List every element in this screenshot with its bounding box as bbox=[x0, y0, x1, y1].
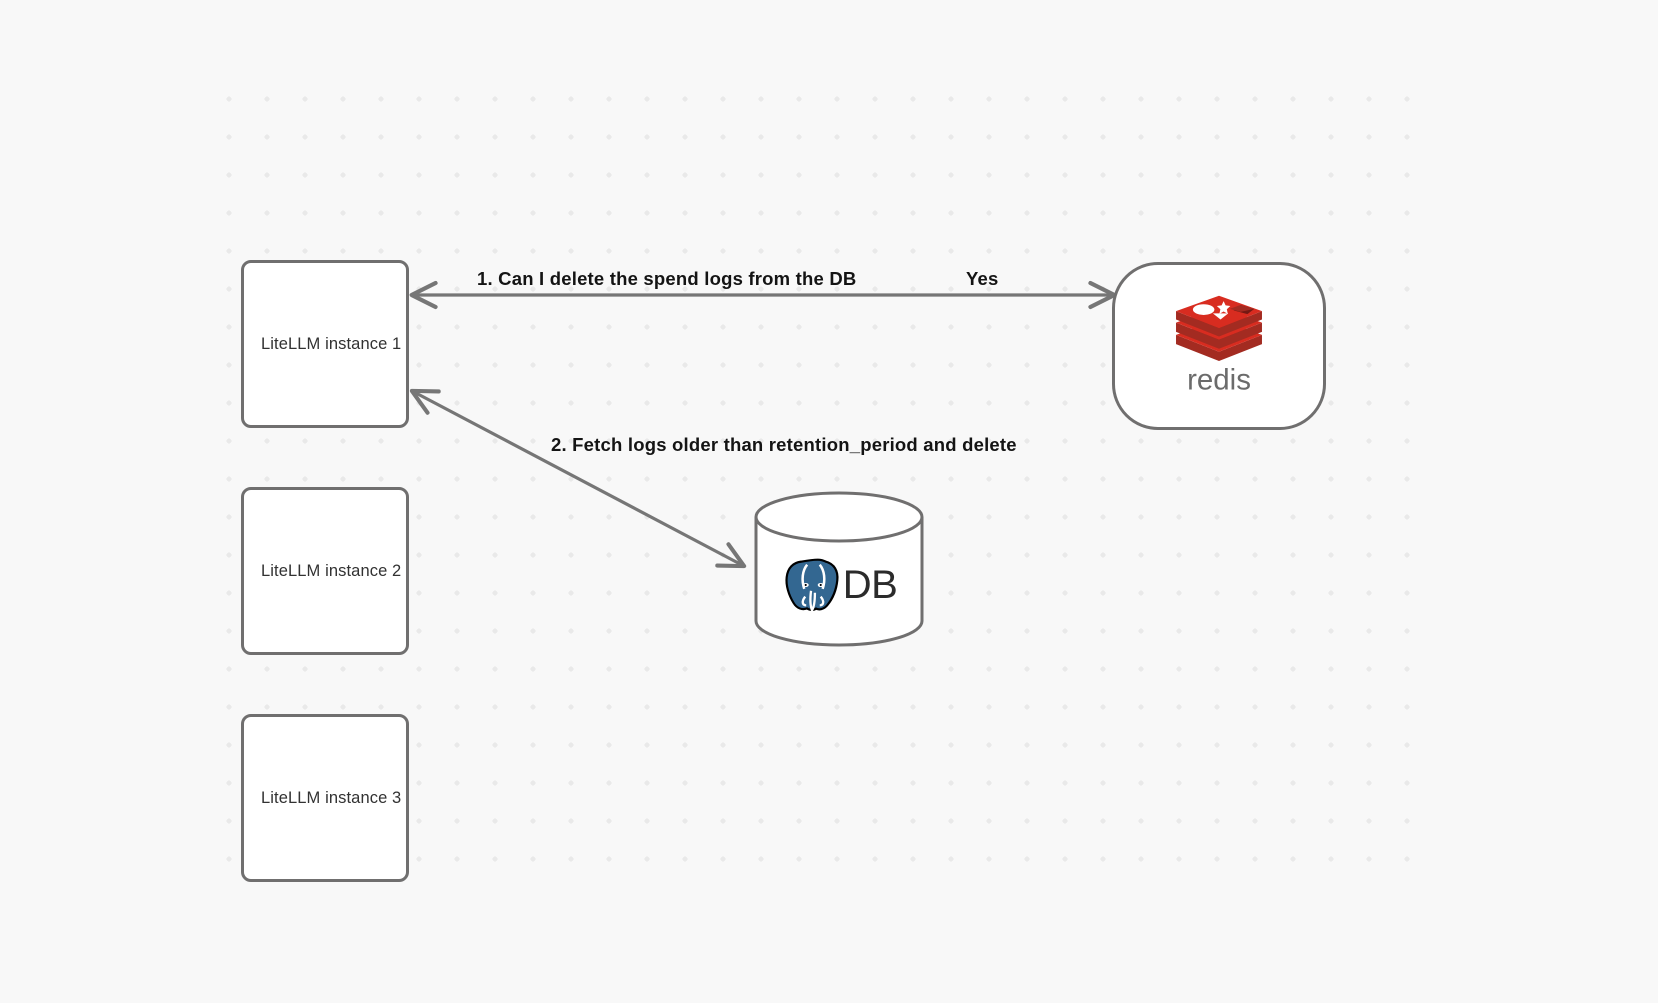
edge-label-fetch-and-delete: 2. Fetch logs older than retention_perio… bbox=[551, 434, 1017, 455]
edge-litellm1-db bbox=[409, 388, 747, 569]
database-logo-row: DB bbox=[753, 552, 925, 618]
database-label: DB bbox=[842, 563, 898, 607]
node-litellm-instance-1[interactable]: LiteLLM instance 1 bbox=[241, 260, 409, 428]
node-litellm-instance-2-label: LiteLLM instance 2 bbox=[261, 561, 402, 580]
redis-logo-icon bbox=[1176, 295, 1262, 361]
edge-label-question: 1. Can I delete the spend logs from the … bbox=[477, 268, 857, 289]
redis-wordmark: redis bbox=[1187, 363, 1251, 396]
edge-label-answer: Yes bbox=[966, 268, 999, 289]
node-redis[interactable]: redis bbox=[1112, 262, 1326, 430]
node-database[interactable]: DB bbox=[753, 490, 925, 648]
node-litellm-instance-2[interactable]: LiteLLM instance 2 bbox=[241, 487, 409, 655]
node-litellm-instance-3-label: LiteLLM instance 3 bbox=[261, 788, 402, 807]
postgresql-elephant-icon bbox=[785, 558, 839, 613]
node-litellm-instance-1-label: LiteLLM instance 1 bbox=[261, 334, 402, 353]
svg-text:redis: redis bbox=[1187, 363, 1251, 396]
cylinder-shape-icon bbox=[754, 491, 924, 647]
node-litellm-instance-3[interactable]: LiteLLM instance 3 bbox=[241, 714, 409, 882]
